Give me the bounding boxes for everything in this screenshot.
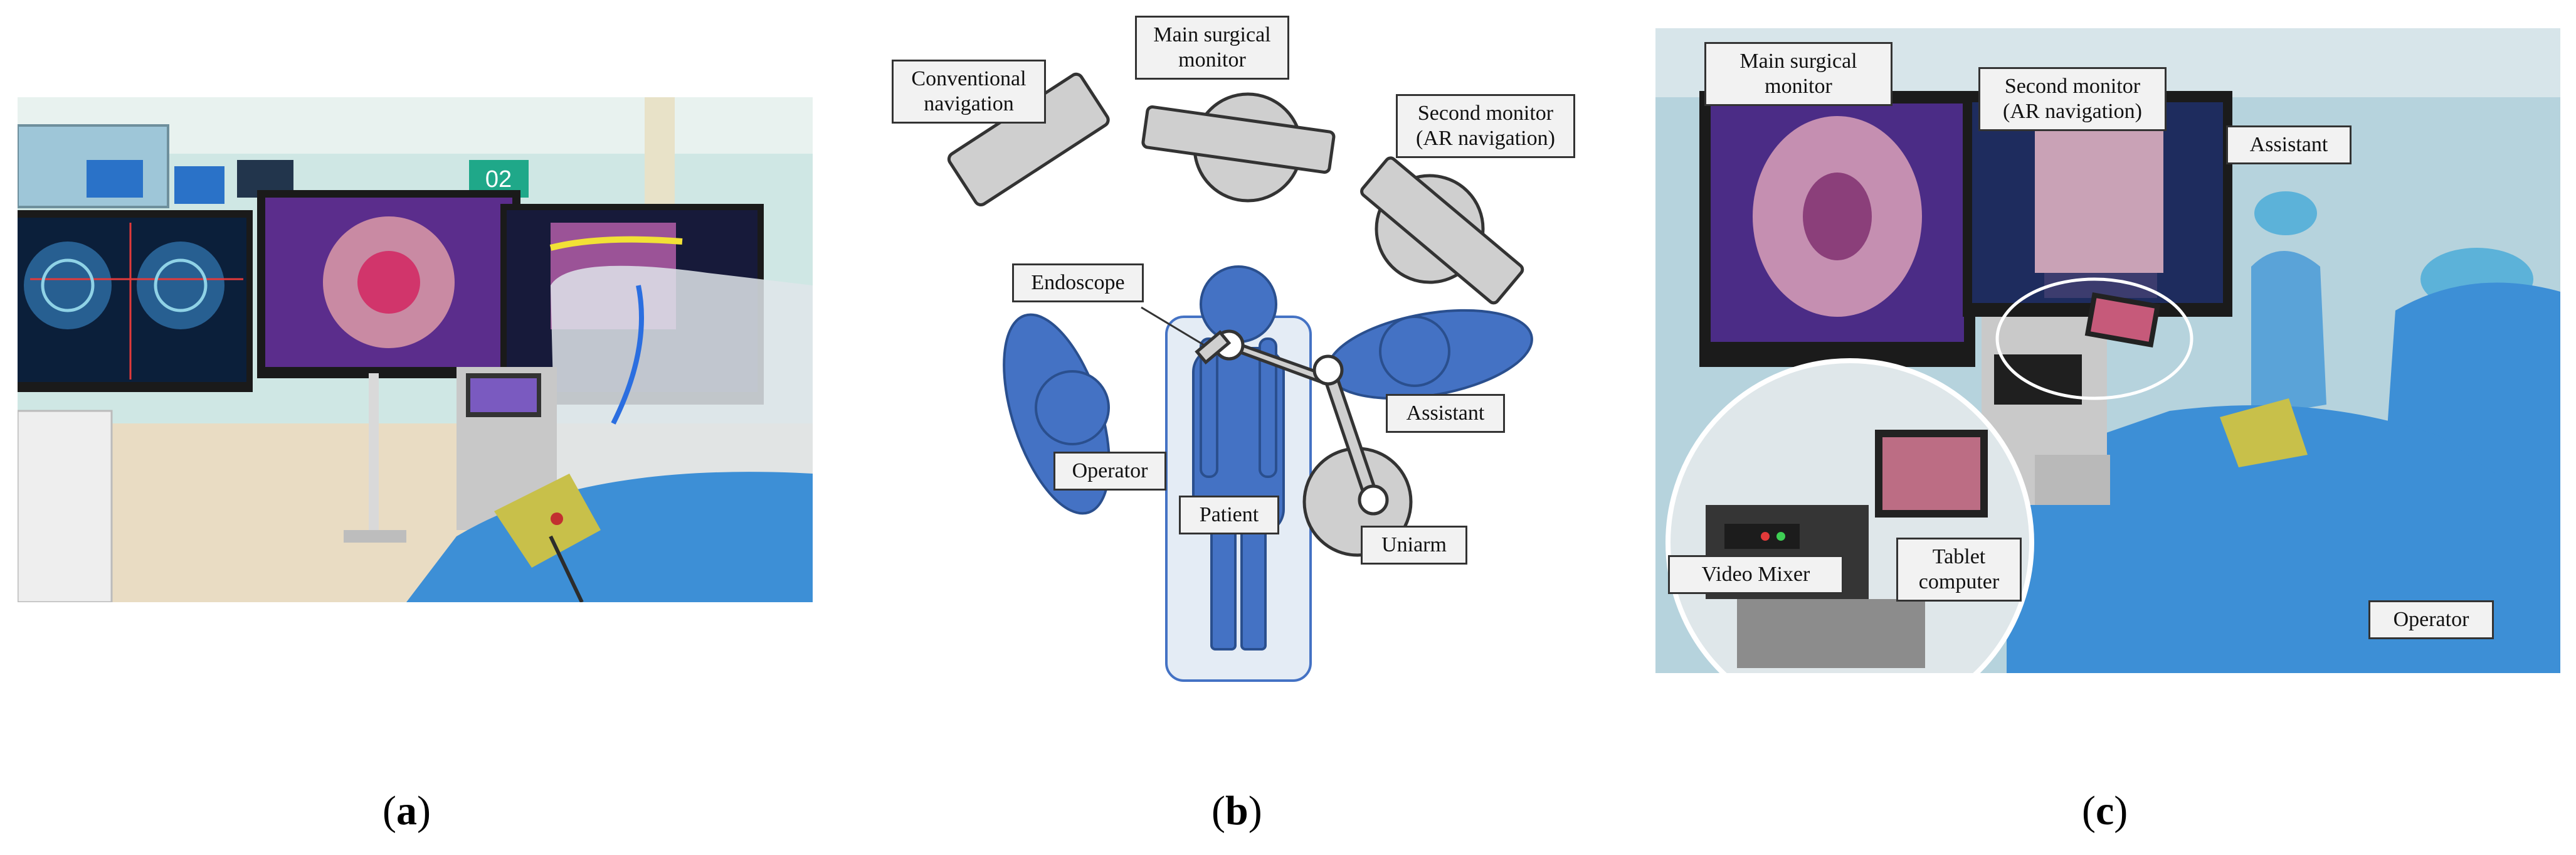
label-c-operator: Operator bbox=[2368, 600, 2494, 639]
panel-a-photo: 02 bbox=[18, 97, 813, 602]
label-c-main-surgical-monitor: Main surgical monitor bbox=[1704, 42, 1892, 106]
label-uniarm: Uniarm bbox=[1361, 526, 1467, 565]
label-endoscope: Endoscope bbox=[1012, 263, 1144, 302]
label-patient: Patient bbox=[1179, 496, 1279, 534]
caption-c: (c) bbox=[2082, 788, 2128, 834]
caption-c-letter: c bbox=[2095, 788, 2114, 834]
label-conventional-navigation: Conventional navigation bbox=[892, 60, 1046, 124]
label-assistant: Assistant bbox=[1386, 394, 1505, 433]
label-operator: Operator bbox=[1053, 452, 1166, 491]
caption-b: (b) bbox=[1211, 788, 1262, 834]
second-monitor bbox=[1360, 156, 1524, 305]
svg-text:02: 02 bbox=[485, 166, 512, 193]
label-c-assistant: Assistant bbox=[2226, 125, 2352, 164]
label-c-second-monitor: Second monitor (AR navigation) bbox=[1978, 67, 2167, 131]
endoscope bbox=[1195, 330, 1232, 365]
label-second-monitor: Second monitor (AR navigation) bbox=[1396, 94, 1575, 158]
assistant-figure bbox=[1326, 309, 1533, 400]
operator-figure bbox=[1003, 313, 1111, 515]
caption-b-letter: b bbox=[1225, 788, 1248, 834]
patient-figure bbox=[1192, 265, 1285, 651]
caption-a-letter: a bbox=[396, 788, 417, 834]
panel-c-photo: Main surgical monitor Second monitor (AR… bbox=[1655, 28, 2560, 673]
caption-a: (a) bbox=[383, 788, 431, 834]
main-surgical-monitor bbox=[1141, 92, 1336, 203]
panel-b-diagram: Conventional navigation Main surgical mo… bbox=[865, 0, 1643, 709]
label-c-video-mixer: Video Mixer bbox=[1668, 555, 1844, 594]
label-main-surgical-monitor: Main surgical monitor bbox=[1135, 16, 1289, 80]
label-c-tablet-computer: Tablet computer bbox=[1896, 538, 2022, 602]
